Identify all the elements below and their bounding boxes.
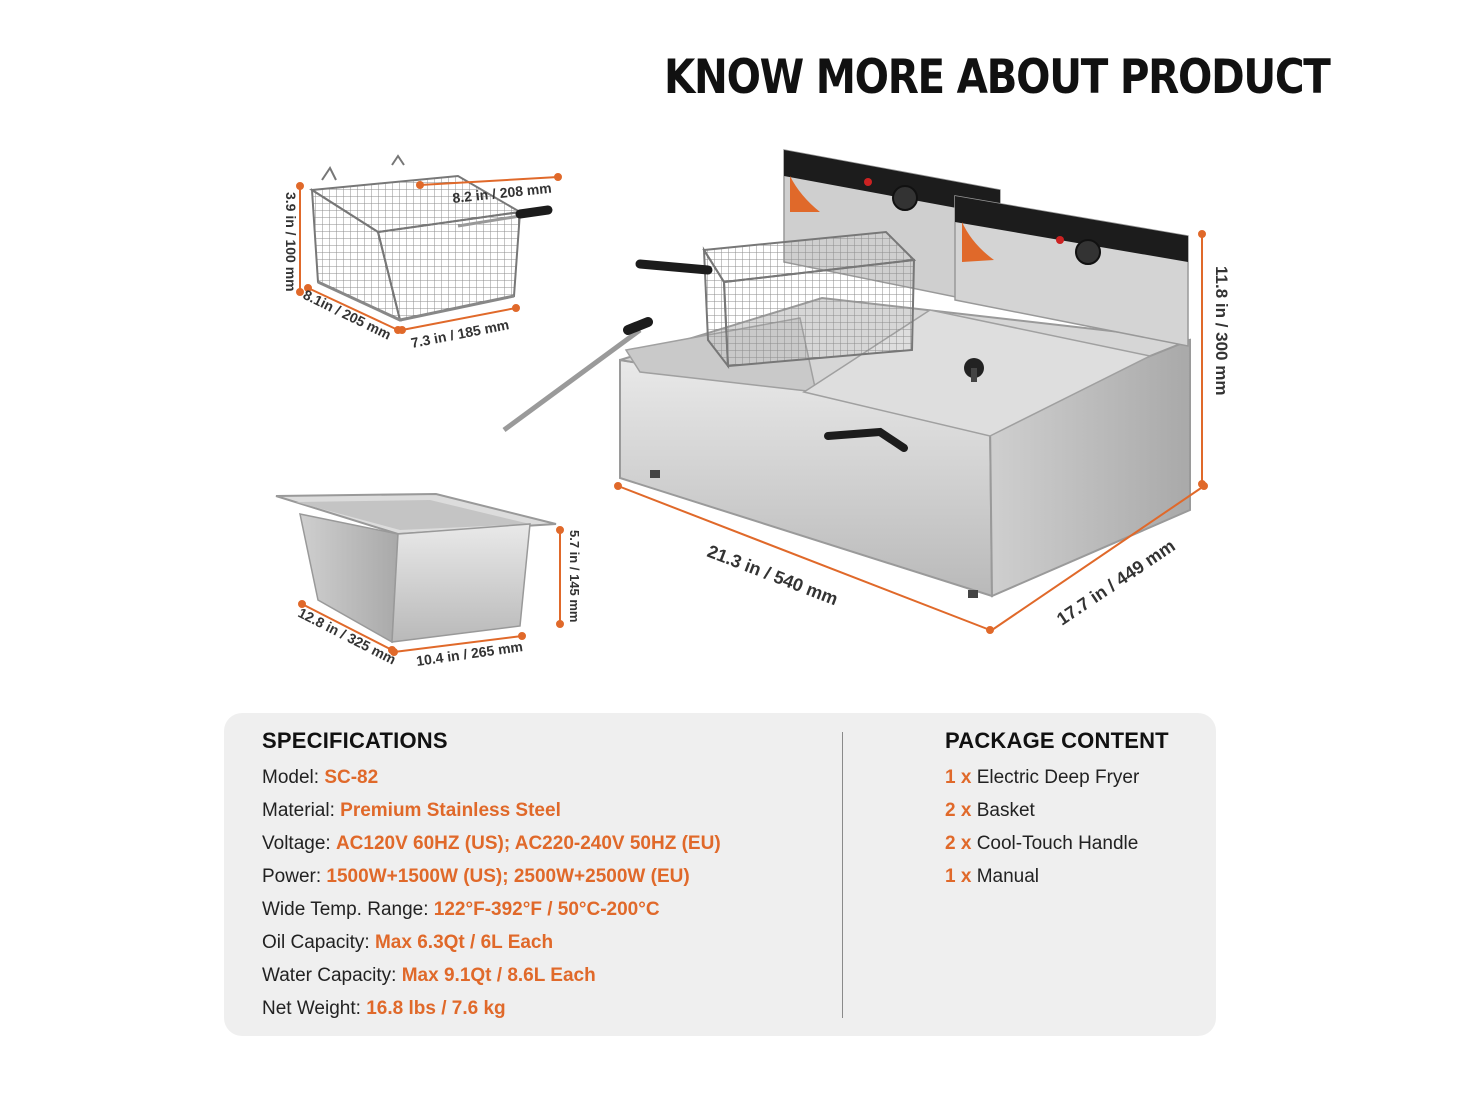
spec-row: Power: 1500W+1500W (US); 2500W+2500W (EU… — [262, 860, 721, 893]
spec-label: Voltage: — [262, 833, 336, 854]
spec-row: Voltage: AC120V 60HZ (US); AC220-240V 50… — [262, 827, 721, 860]
spec-label: Power: — [262, 866, 327, 887]
fryer-image — [502, 149, 1191, 598]
spec-label: Material: — [262, 800, 341, 821]
package-item-name: Manual — [971, 866, 1040, 887]
spec-label: Wide Temp. Range: — [262, 899, 434, 920]
basket-image — [309, 154, 553, 322]
panel-divider — [842, 732, 843, 1018]
package-item-name: Electric Deep Fryer — [971, 767, 1140, 788]
spec-row: Net Weight: 16.8 lbs / 7.6 kg — [262, 992, 721, 1025]
spec-value: 1500W+1500W (US); 2500W+2500W (EU) — [326, 866, 690, 887]
spec-row: Oil Capacity: Max 6.3Qt / 6L Each — [262, 926, 721, 959]
package-item: 2 x Basket — [945, 794, 1169, 827]
package-quantity: 1 x — [945, 866, 972, 887]
oil-tank-image — [275, 492, 557, 644]
basket-length-label: 7.3 in / 185 mm — [410, 316, 511, 351]
spec-value: Max 9.1Qt / 8.6L Each — [401, 965, 596, 986]
basket-dimension-lines — [296, 173, 562, 334]
package-item-name: Cool-Touch Handle — [971, 833, 1139, 854]
package-item-name: Basket — [971, 800, 1035, 821]
fryer-height-label: 11.8 in / 300 mm — [1212, 266, 1231, 395]
package-heading: PACKAGE CONTENT — [945, 728, 1169, 753]
spec-row: Material: Premium Stainless Steel — [262, 794, 721, 827]
fryer-width-label: 21.3 in / 540 mm — [705, 541, 841, 609]
spec-label: Water Capacity: — [262, 965, 402, 986]
spec-value: SC-82 — [324, 767, 379, 788]
package-item: 1 x Manual — [945, 860, 1169, 893]
package-item: 2 x Cool-Touch Handle — [945, 827, 1169, 860]
fryer-dimension-lines — [614, 230, 1208, 634]
headline: KNOW MORE ABOUT PRODUCT — [664, 50, 1331, 105]
basket-height-label: 3.9 in / 100 mm — [283, 192, 299, 292]
tank-height-label: 5.7 in / 145 mm — [567, 530, 582, 623]
info-panel — [224, 713, 1216, 1036]
spec-label: Net Weight: — [262, 998, 367, 1019]
spec-value: AC120V 60HZ (US); AC220-240V 50HZ (EU) — [335, 833, 721, 854]
spec-row: Wide Temp. Range: 122°F-392°F / 50°C-200… — [262, 893, 721, 926]
spec-value: Max 6.3Qt / 6L Each — [374, 932, 554, 953]
package-quantity: 2 x — [945, 833, 972, 854]
spec-label: Model: — [262, 767, 325, 788]
product-illustration: 3.9 in / 100 mm 8.2 in / 208 mm 8.1in / … — [275, 149, 1231, 669]
tank-dimension-lines — [298, 526, 564, 656]
spec-value: Premium Stainless Steel — [340, 800, 561, 821]
spec-value: 122°F-392°F / 50°C-200°C — [433, 899, 660, 920]
package-item: 1 x Electric Deep Fryer — [945, 761, 1169, 794]
specifications-heading: SPECIFICATIONS — [262, 728, 448, 753]
spec-label: Oil Capacity: — [262, 932, 375, 953]
spec-row: Water Capacity: Max 9.1Qt / 8.6L Each — [262, 959, 721, 992]
package-quantity: 2 x — [945, 800, 972, 821]
package-quantity: 1 x — [945, 767, 972, 788]
spec-row: Model: SC-82 — [262, 761, 721, 794]
spec-value: 16.8 lbs / 7.6 kg — [366, 998, 506, 1019]
